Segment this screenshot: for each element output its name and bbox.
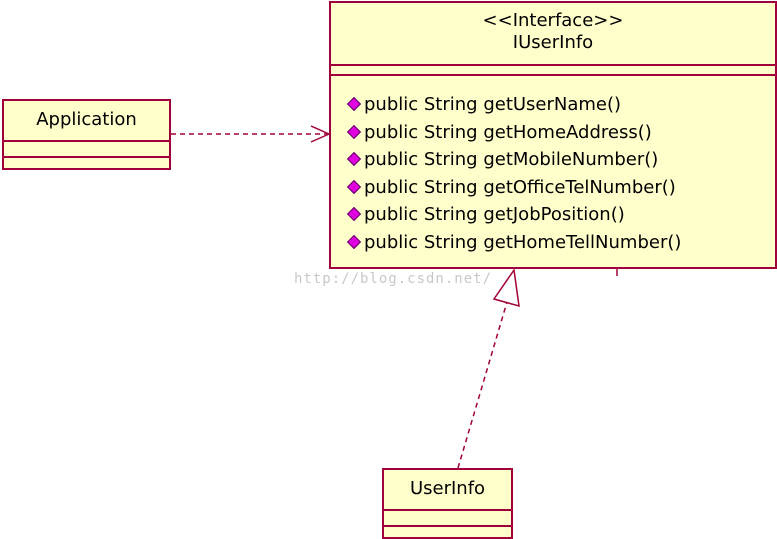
- userinfo-class[interactable]: UserInfo: [382, 468, 513, 539]
- application-operations-section: [4, 156, 169, 158]
- application-class-name: Application: [36, 109, 137, 130]
- operation-item[interactable]: public String getMobileNumber(): [346, 146, 775, 174]
- application-class[interactable]: Application: [2, 99, 171, 170]
- userinfo-attributes-section: [384, 509, 511, 525]
- public-operation-icon: [346, 124, 362, 139]
- operation-item[interactable]: public String getOfficeTelNumber(): [346, 174, 775, 202]
- watermark: http://blog.csdn.net/: [294, 271, 493, 287]
- public-operation-icon: [346, 206, 362, 222]
- attributes-divider: [331, 64, 775, 74]
- public-operation-icon: [346, 151, 362, 167]
- public-operation-icon: [346, 96, 362, 112]
- operations-list: public String getUserName() public Strin…: [331, 76, 775, 256]
- operation-item[interactable]: public String getJobPosition(): [346, 201, 775, 229]
- operation-item[interactable]: public String getUserName(): [346, 91, 775, 119]
- interface-name: IUserInfo: [512, 32, 594, 53]
- realization-arrowhead: [492, 267, 520, 308]
- public-operation-icon: [346, 179, 362, 194]
- operation-item[interactable]: public String getHomeTellNumber(): [346, 229, 775, 257]
- operations-divider: [331, 74, 775, 76]
- userinfo-class-name: UserInfo: [409, 478, 486, 499]
- userinfo-operations-section: [384, 525, 511, 527]
- iuserinfo-interface-class[interactable]: <<Interface>> IUserInfo public String ge…: [329, 1, 777, 269]
- realization-line: [457, 301, 508, 469]
- public-operation-icon: [346, 234, 362, 249]
- interface-stereotype: <<Interface>>: [482, 10, 624, 31]
- application-attributes-section: [4, 140, 169, 156]
- operation-item[interactable]: public String getHomeAddress(): [346, 119, 775, 147]
